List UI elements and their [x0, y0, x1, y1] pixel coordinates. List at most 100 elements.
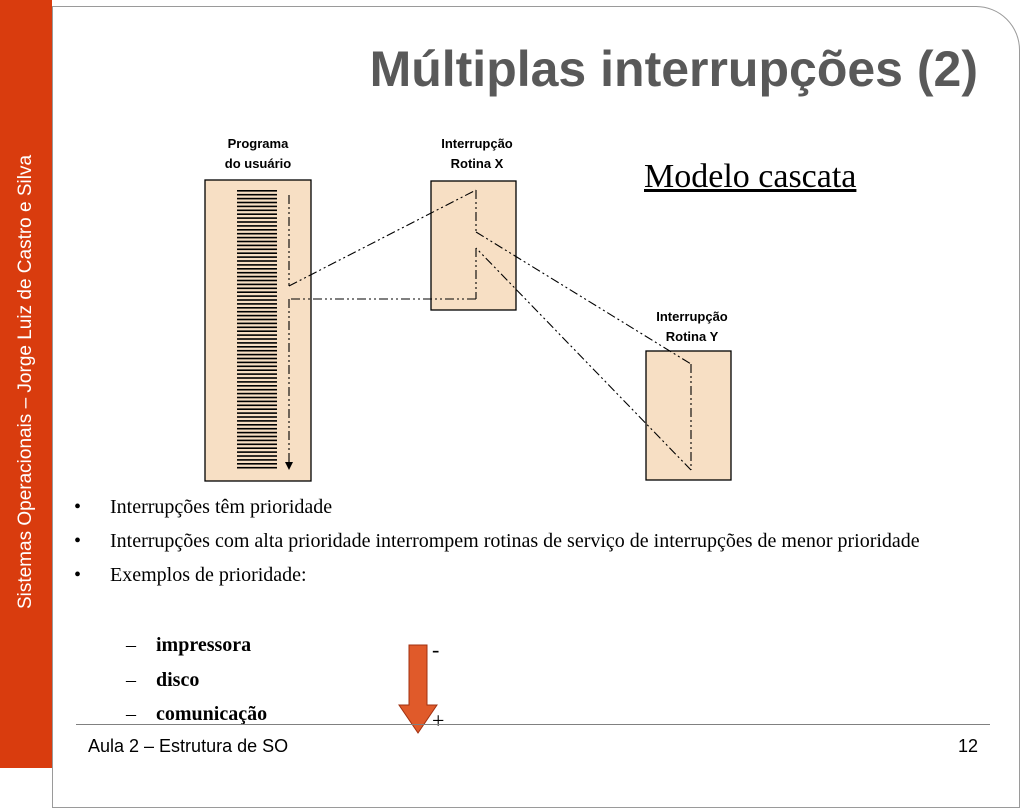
- priority-high-sign: +: [432, 708, 445, 733]
- sub-dash: –: [126, 703, 136, 725]
- code-line: [237, 342, 277, 344]
- code-line: [237, 201, 277, 204]
- code-line: [237, 349, 277, 352]
- code-line: [237, 326, 277, 329]
- code-line: [237, 318, 277, 321]
- sub-dash: –: [126, 669, 136, 691]
- code-line: [237, 365, 277, 368]
- code-line: [237, 400, 277, 403]
- code-line: [237, 295, 277, 297]
- sub-item: –impressora: [126, 634, 251, 657]
- user-program-label-1: Programa: [228, 136, 289, 151]
- code-line: [237, 252, 277, 254]
- code-line: [237, 209, 277, 212]
- code-line: [237, 361, 277, 364]
- code-line: [237, 287, 277, 290]
- code-line: [237, 330, 277, 332]
- flow-line: [475, 247, 692, 471]
- code-line: [237, 264, 277, 266]
- code-lines: [237, 190, 277, 469]
- flow-line: [288, 189, 477, 287]
- priority-low-sign: -: [432, 637, 440, 662]
- code-line: [237, 404, 277, 407]
- code-line: [237, 275, 277, 278]
- code-line: [237, 388, 277, 391]
- code-line: [237, 353, 277, 356]
- bullet-item: • Interrupções com alta prioridade interr…: [72, 526, 972, 556]
- code-line: [237, 373, 277, 375]
- sub-item-text: disco: [156, 669, 200, 691]
- bullet-symbol: •: [74, 564, 82, 586]
- bullet-list: • Interrupções têm prioridade • Interrupçõ…: [72, 492, 972, 594]
- code-line: [237, 381, 277, 383]
- user-program-label-2: do usuário: [225, 156, 292, 171]
- code-line: [237, 385, 277, 387]
- code-line: [237, 451, 277, 453]
- code-line: [237, 229, 277, 231]
- code-line: [237, 420, 277, 422]
- routine-y-label-1: Interrupção: [656, 309, 728, 324]
- code-line: [237, 256, 277, 258]
- code-line: [237, 459, 277, 461]
- code-line: [237, 307, 277, 309]
- code-line: [237, 232, 277, 235]
- code-line: [237, 240, 277, 243]
- footer-divider: [76, 724, 990, 725]
- priority-arrow: [398, 644, 438, 734]
- code-line: [237, 392, 277, 395]
- cascade-diagram: Programa do usuário Interrupção Rotina X…: [204, 136, 732, 734]
- code-line: [237, 260, 277, 262]
- code-line: [237, 205, 277, 208]
- sub-dash: –: [126, 634, 136, 656]
- footer-course: Aula 2 – Estrutura de SO: [88, 736, 289, 756]
- code-line: [237, 213, 277, 215]
- routine-y-box: [645, 350, 732, 481]
- flow-lines: [288, 189, 692, 471]
- bullet-text: Interrupções têm prioridade: [110, 496, 333, 518]
- bullet-text: Interrupções com alta prioridade interro…: [110, 530, 920, 552]
- bullet-symbol: •: [74, 530, 82, 552]
- page-number: 12: [957, 736, 978, 756]
- code-line: [237, 424, 277, 426]
- bullet-item: • Interrupções têm prioridade: [72, 492, 972, 522]
- code-line: [237, 291, 277, 293]
- code-line: [237, 248, 277, 251]
- code-line: [237, 447, 277, 449]
- flow-end-arrowhead: [285, 462, 293, 470]
- code-line: [237, 357, 277, 360]
- code-line: [237, 193, 277, 196]
- routine-x-label-2: Rotina X: [451, 156, 504, 171]
- code-line: [237, 190, 277, 192]
- code-line: [237, 408, 277, 410]
- code-line: [237, 369, 277, 371]
- code-line: [237, 435, 277, 438]
- slide-title: Múltiplas interrupções (2): [369, 41, 978, 97]
- model-title: Modelo cascata: [644, 158, 857, 195]
- code-line: [237, 197, 277, 200]
- bullet-symbol: •: [74, 496, 82, 518]
- code-line: [237, 236, 277, 239]
- code-line: [237, 221, 277, 223]
- code-line: [237, 338, 277, 340]
- sub-item-text: comunicação: [156, 703, 268, 725]
- code-line: [237, 322, 277, 325]
- code-line: [237, 455, 277, 457]
- code-line: [237, 279, 277, 282]
- bullet-item: • Exemplos de prioridade:: [72, 560, 972, 590]
- code-line: [237, 283, 277, 286]
- code-line: [237, 443, 277, 446]
- code-line: [237, 463, 277, 465]
- flow-line: [475, 231, 692, 365]
- code-line: [237, 244, 277, 247]
- code-line: [237, 334, 277, 336]
- sidebar: Sistemas Operacionais – Jorge Luiz de Ca…: [0, 0, 52, 768]
- bullet-text: Exemplos de prioridade:: [110, 564, 307, 586]
- routine-x-label-1: Interrupção: [441, 136, 513, 151]
- code-line: [237, 412, 277, 414]
- code-line: [237, 466, 277, 469]
- code-line: [237, 439, 277, 442]
- code-line: [237, 271, 277, 274]
- code-line: [237, 416, 277, 418]
- code-line: [237, 431, 277, 434]
- routine-y-label-2: Rotina Y: [666, 329, 719, 344]
